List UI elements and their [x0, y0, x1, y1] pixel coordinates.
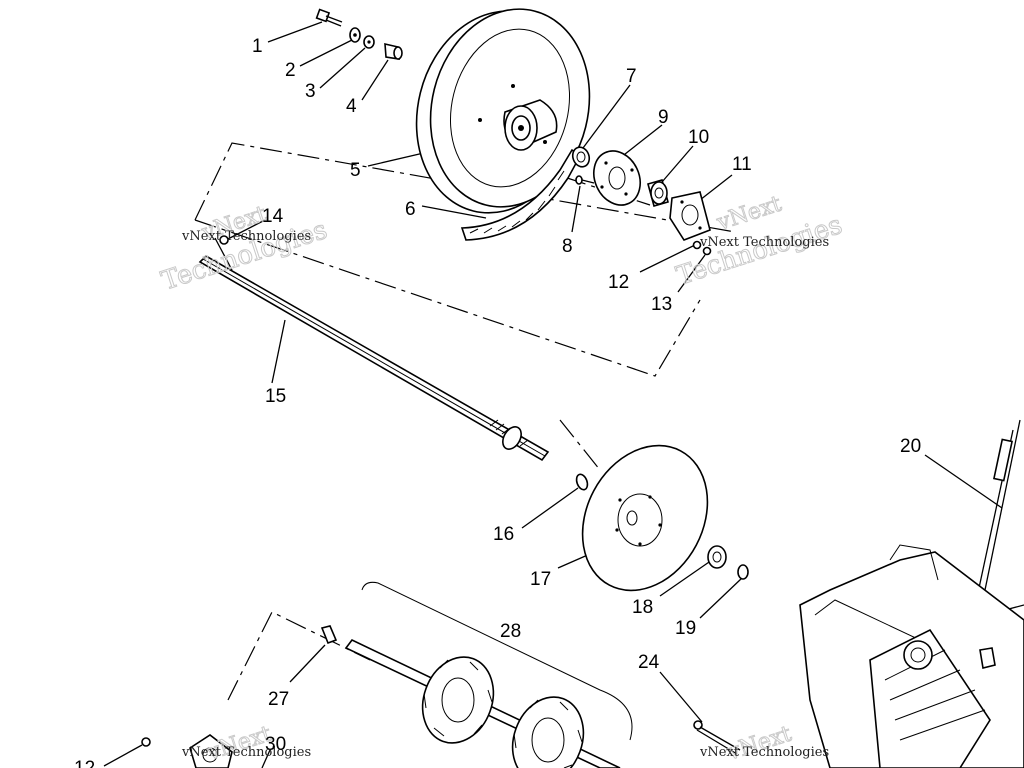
callout-30: 30 — [265, 734, 286, 755]
driven-pulley-part-5 — [415, 8, 591, 214]
callout-27: 27 — [268, 689, 289, 710]
callout-15: 15 — [265, 386, 286, 407]
callout-3: 3 — [305, 81, 316, 102]
bearing-part-30 — [189, 734, 233, 768]
bolt-part-1 — [315, 8, 343, 27]
callout-9: 9 — [658, 107, 669, 128]
svg-text:vNext Technologies: vNext Technologies — [181, 229, 311, 244]
flange-part-11 — [669, 191, 711, 241]
cable-part-20 — [978, 419, 1021, 605]
callout-10: 10 — [688, 127, 709, 148]
callout-4: 4 — [346, 96, 357, 117]
callout-12-lower: 12 — [74, 758, 95, 768]
bolt-part-24 — [693, 720, 741, 755]
snap-ring-part-16 — [575, 473, 589, 491]
callout-6: 6 — [405, 199, 416, 220]
washer-part-12 — [692, 240, 702, 250]
callout-11: 11 — [732, 154, 752, 175]
chaincase-housing — [799, 544, 1024, 768]
pin-part-14 — [214, 235, 233, 271]
callout-1: 1 — [252, 36, 263, 57]
callout-12: 12 — [608, 272, 629, 293]
brake-disc-part-17 — [581, 444, 709, 592]
spacer-part-4 — [384, 42, 403, 60]
washer-part-7 — [571, 146, 591, 168]
callout-19: 19 — [675, 618, 696, 639]
plug-part-27 — [320, 625, 338, 645]
callout-14: 14 — [262, 206, 284, 227]
callout-labels: 1 2 3 4 5 6 7 8 9 10 11 12 13 14 15 16 1… — [74, 36, 921, 768]
drive-sprocket-1 — [421, 656, 495, 744]
callout-28: 28 — [500, 621, 521, 642]
o-ring-part-19 — [737, 564, 749, 580]
callout-17: 17 — [530, 569, 551, 590]
callout-16: 16 — [493, 524, 514, 545]
bearing-part-10 — [647, 179, 669, 207]
bearing-part-18 — [707, 545, 727, 569]
jackshaft-part-15 — [198, 255, 550, 462]
svg-text:vNext Technologies: vNext Technologies — [181, 745, 311, 760]
callout-13: 13 — [651, 294, 672, 315]
nut-part-13 — [702, 246, 712, 256]
assembly-bracket-lower — [227, 581, 633, 741]
washer-part-2 — [349, 27, 361, 43]
callout-24: 24 — [638, 652, 660, 673]
svg-text:vNext Technologies: vNext Technologies — [699, 745, 829, 760]
callout-18: 18 — [632, 597, 653, 618]
washer-part-3 — [363, 35, 375, 49]
drive-sprocket-2 — [511, 696, 585, 768]
callout-5: 5 — [350, 160, 361, 181]
callout-2: 2 — [285, 60, 296, 81]
washer-part-12-lower — [141, 737, 151, 747]
watermark: Technologies vNext vNext Technologies Te… — [157, 191, 846, 767]
callout-7: 7 — [626, 66, 637, 87]
callout-20: 20 — [900, 436, 921, 457]
drive-shaft-part-28 — [344, 638, 621, 768]
svg-text:vNext Technologies: vNext Technologies — [699, 235, 829, 250]
screw-part-8 — [575, 175, 595, 185]
callout-8: 8 — [562, 236, 573, 257]
bearing-plate-part-9 — [593, 150, 641, 206]
